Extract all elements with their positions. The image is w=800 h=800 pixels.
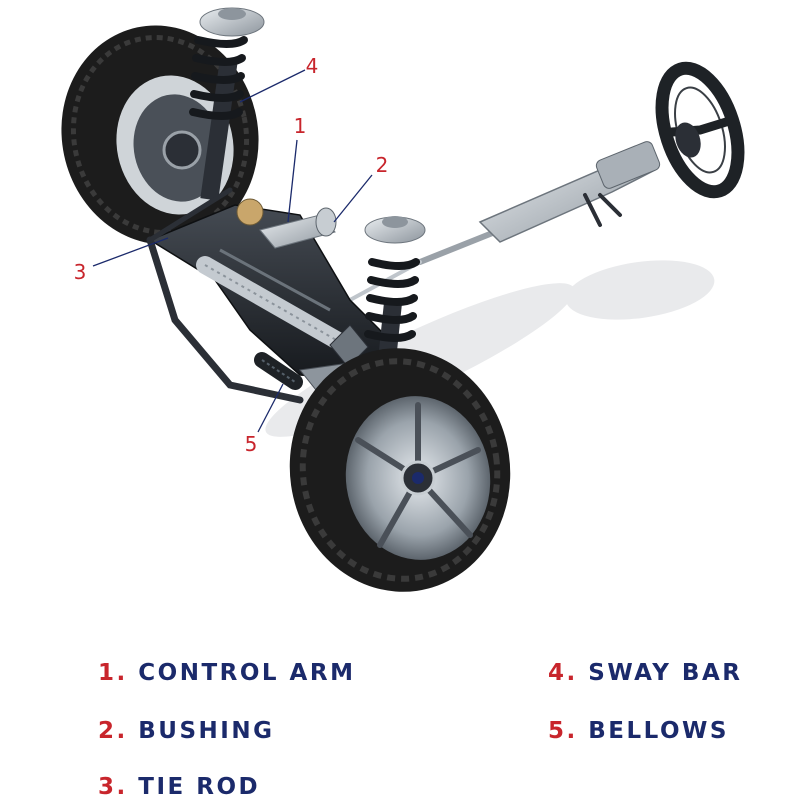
legend-number: 3. [98, 774, 128, 800]
legend-number: 4. [548, 660, 578, 686]
legend-item-control-arm: 1. CONTROL ARM [98, 660, 355, 686]
callout-4: 4 [306, 54, 319, 78]
steering-rack [196, 256, 354, 390]
legend-label: SWAY BAR [588, 660, 743, 686]
legend-item-tie-rod: 3. TIE ROD [98, 774, 260, 800]
legend-number: 5. [548, 718, 578, 744]
sway-bar [146, 187, 304, 404]
legend-label: BELLOWS [588, 718, 729, 744]
upper-strut [189, 7, 265, 201]
leader-line-4 [239, 69, 306, 103]
leader-line-2 [333, 174, 373, 223]
callout-1: 1 [294, 114, 307, 138]
legend-item-bushing: 2. BUSHING [98, 718, 274, 744]
steering-shadow [565, 260, 715, 320]
legend: 1. CONTROL ARM 2. BUSHING 3. TIE ROD 4. … [0, 650, 800, 800]
leader-line-1 [287, 139, 298, 223]
leader-line-3 [92, 237, 169, 267]
suspension-illustration: 1 2 3 4 5 [61, 7, 745, 592]
legend-number: 2. [98, 718, 128, 744]
control-arm [259, 207, 337, 249]
legend-label: CONTROL ARM [138, 660, 356, 686]
legend-label: BUSHING [138, 718, 275, 744]
steering-wheel [655, 61, 745, 199]
callout-5: 5 [245, 432, 258, 456]
lower-right-wheel [289, 348, 511, 592]
legend-number: 1. [98, 660, 128, 686]
leader-lines [92, 69, 373, 433]
leader-line-5 [257, 383, 284, 433]
legend-item-bellows: 5. BELLOWS [548, 718, 729, 744]
callout-2: 2 [376, 153, 389, 177]
callout-3: 3 [74, 260, 87, 284]
legend-item-sway-bar: 4. SWAY BAR [548, 660, 742, 686]
legend-label: TIE ROD [138, 774, 261, 800]
